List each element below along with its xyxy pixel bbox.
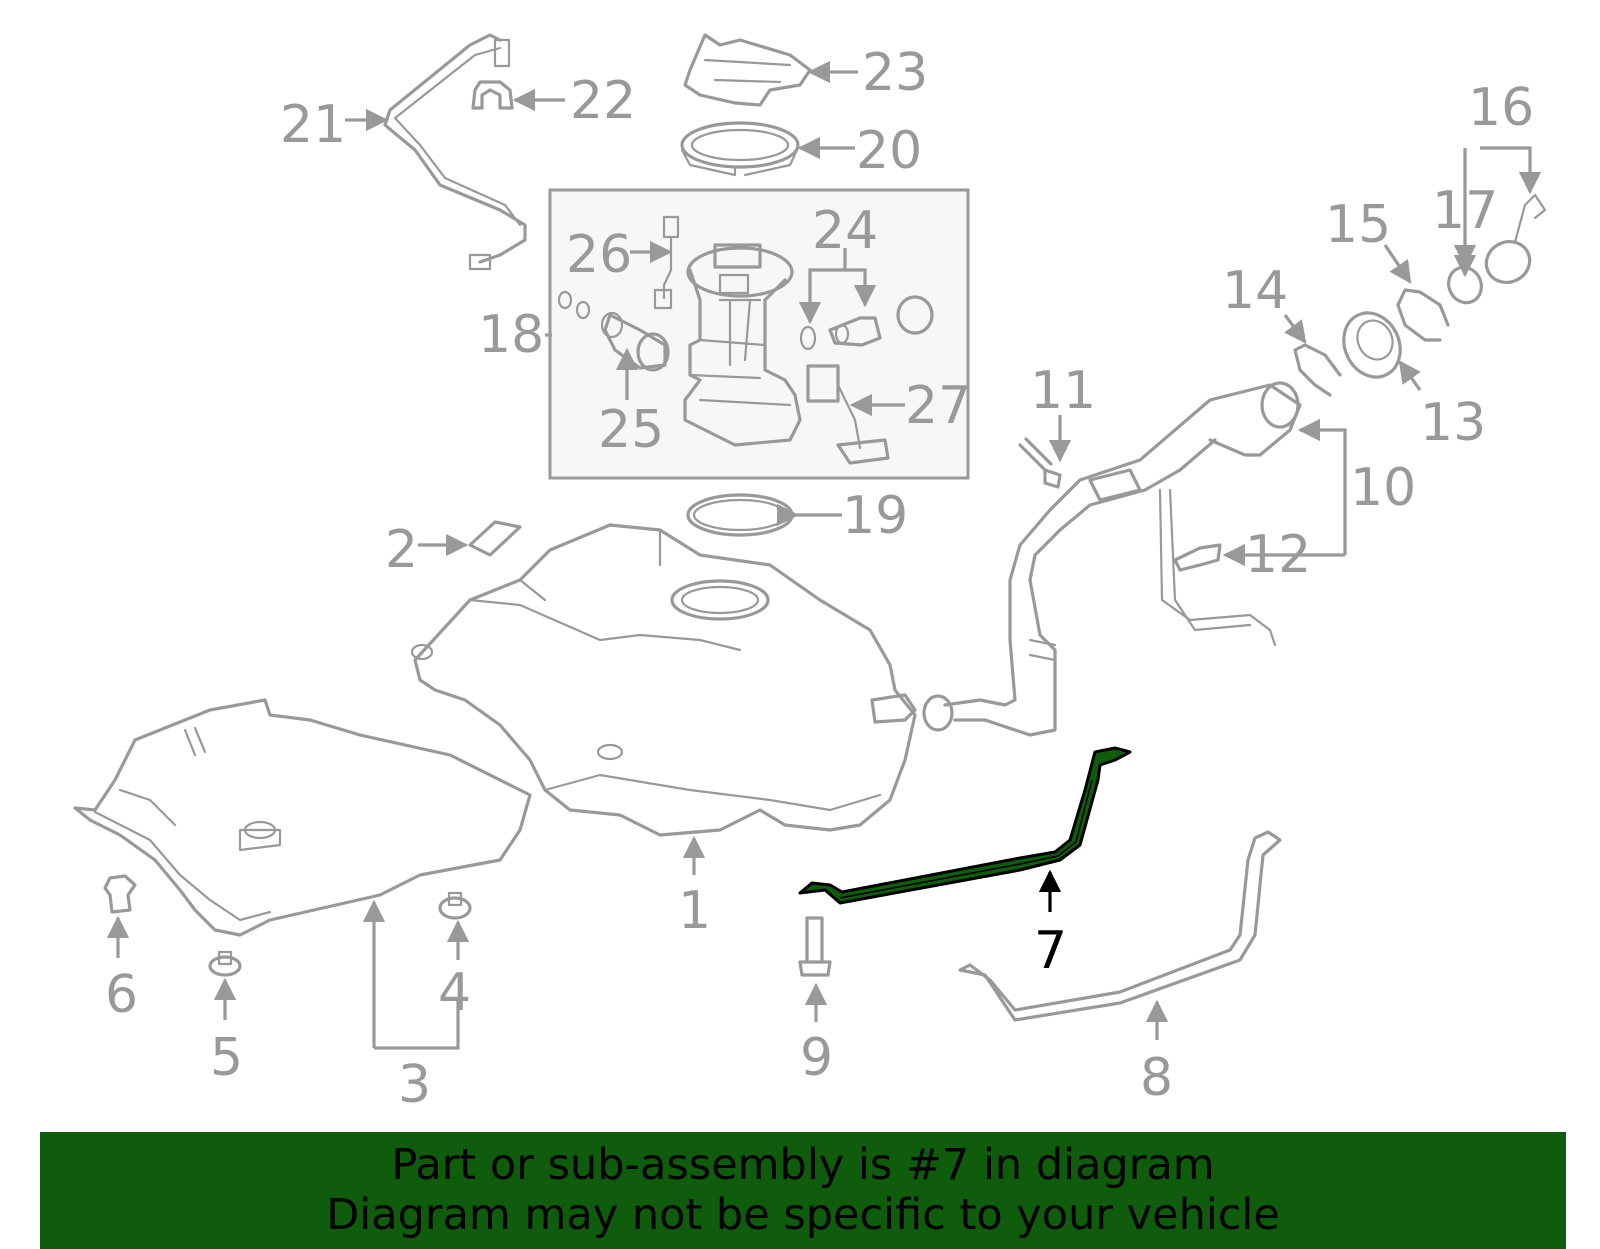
callout-4: 4 (438, 963, 471, 1023)
part-23-pump-cover (683, 33, 812, 107)
part-6-clip (103, 874, 137, 914)
callout-18: 18 (478, 305, 544, 365)
callout-10: 10 (1350, 458, 1416, 518)
callout-5: 5 (210, 1028, 243, 1088)
callout-20: 20 (856, 121, 922, 181)
callout-22: 22 (570, 71, 636, 131)
part-21-wire-harness (383, 33, 527, 271)
callout-16: 16 (1468, 78, 1534, 138)
callout-9: 9 (800, 1028, 833, 1088)
callout-13: 13 (1420, 393, 1486, 453)
callout-25: 25 (598, 400, 664, 460)
part-25-fuel-pump (557, 290, 670, 372)
part-info-banner: Part or sub-assembly is #7 in diagram Di… (40, 1132, 1566, 1249)
part-10-filler-pipe (922, 381, 1302, 737)
part-12-clip (1173, 543, 1222, 572)
callout-14: 14 (1222, 261, 1288, 321)
callout-6: 6 (105, 965, 138, 1025)
part-7-tank-band-highlighted (798, 746, 1132, 905)
callout-27: 27 (905, 376, 971, 436)
part-19-gasket (686, 493, 794, 537)
callout-labels: 1 2 3 4 5 6 7 8 9 10 11 12 13 14 15 16 1… (105, 43, 1534, 1115)
part-14-ring (1293, 343, 1342, 397)
banner-line-1: Part or sub-assembly is #7 in diagram (391, 1140, 1215, 1190)
part-5-nut (208, 950, 242, 977)
callout-24: 24 (812, 201, 878, 261)
part-20-retainer-ring (680, 121, 800, 177)
pump-module-body (683, 243, 802, 447)
part-1-fuel-tank (410, 523, 917, 837)
part-4-nut (438, 891, 472, 920)
part-13-filler-neck-ring (1342, 311, 1402, 379)
callout-19: 19 (842, 486, 908, 546)
callout-12: 12 (1245, 525, 1311, 585)
callout-3: 3 (398, 1055, 431, 1115)
part-22-clip (471, 80, 514, 110)
callout-15: 15 (1325, 195, 1391, 255)
callout-2: 2 (385, 520, 418, 580)
banner-line-2: Diagram may not be specific to your vehi… (326, 1190, 1280, 1240)
leader-lines (106, 60, 1542, 1050)
callout-11: 11 (1030, 361, 1096, 421)
callout-8: 8 (1140, 1048, 1173, 1108)
callout-17: 17 (1432, 181, 1498, 241)
part-15-ring (1396, 288, 1450, 342)
callout-21: 21 (280, 95, 346, 155)
callout-1: 1 (678, 881, 711, 941)
part-9-bolt (798, 916, 832, 977)
part-16-fuel-cap (1484, 193, 1547, 284)
callout-7: 7 (1034, 921, 1067, 981)
part-27-fuel-sender-gauge (806, 364, 890, 465)
part-11-bolt (1018, 437, 1062, 489)
part-3-tank-protector (73, 698, 532, 937)
callout-26: 26 (566, 225, 632, 285)
part-8-tank-band (958, 830, 1282, 1022)
part-24-pressure-regulator (799, 295, 934, 351)
callout-23: 23 (862, 43, 928, 103)
part-2-pad (468, 520, 522, 557)
